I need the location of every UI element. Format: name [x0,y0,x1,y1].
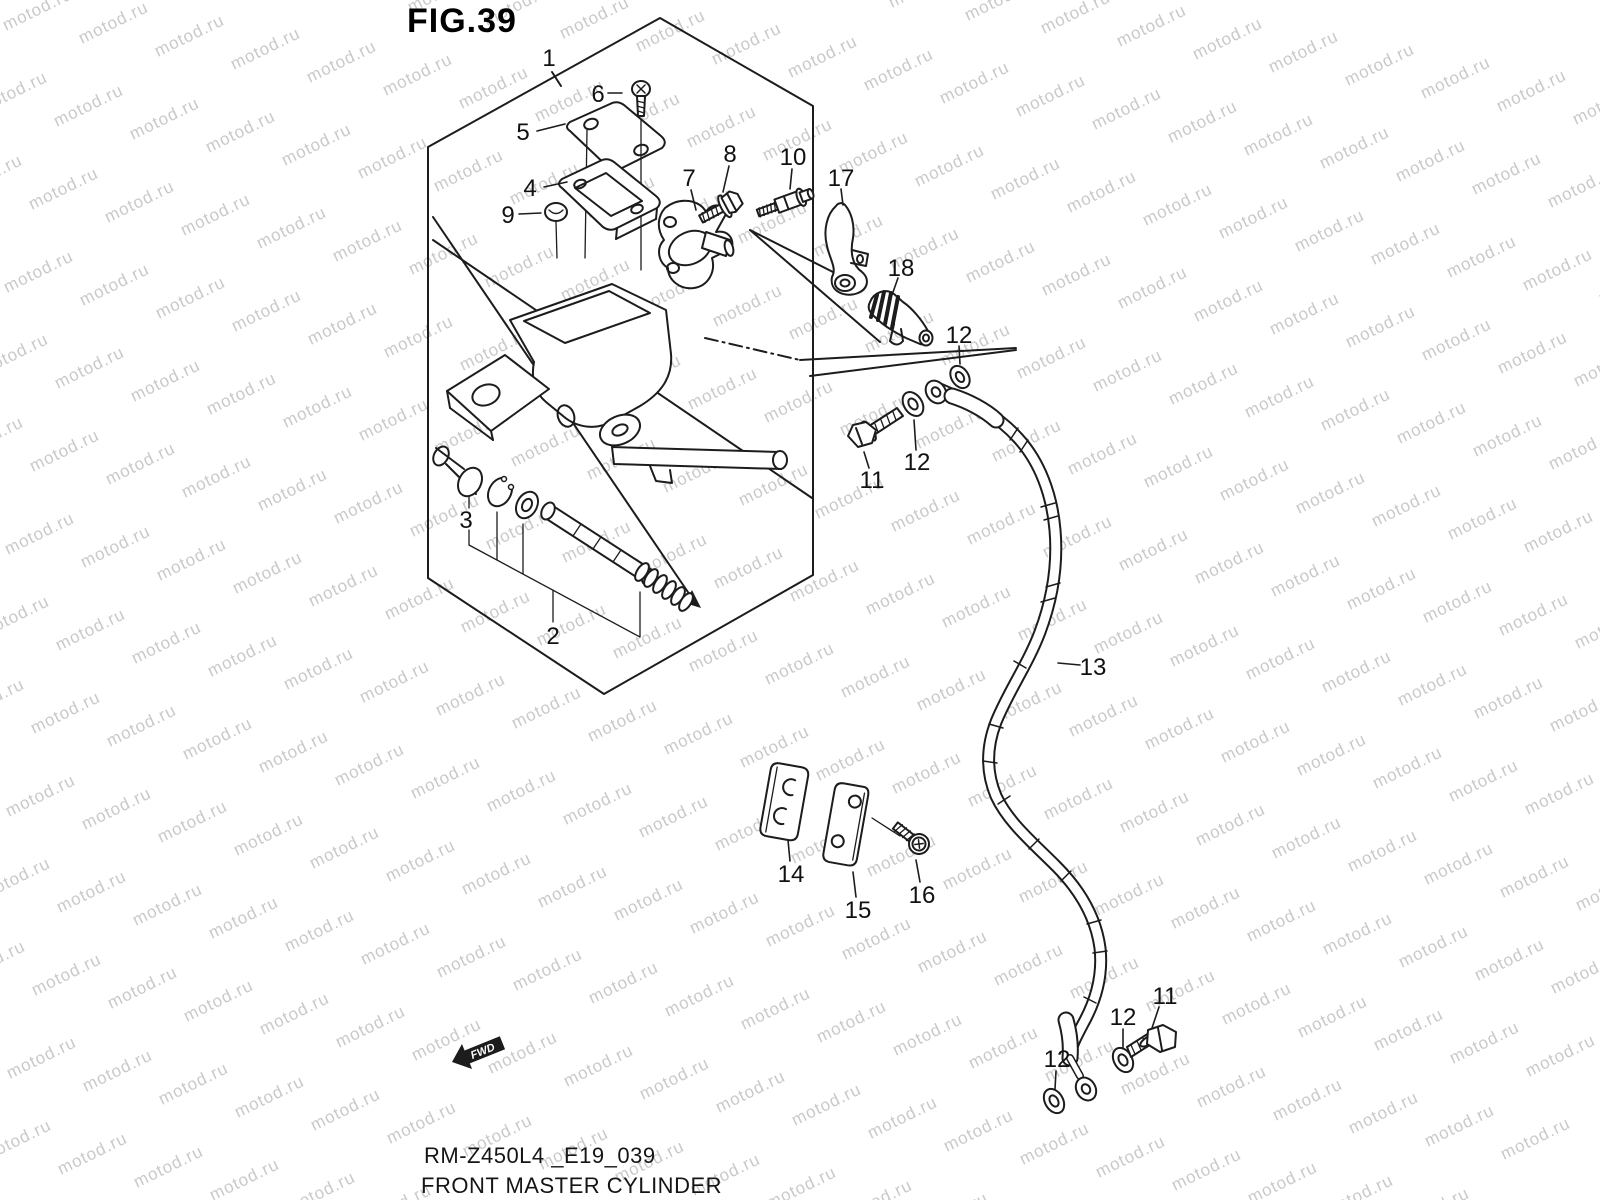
part-label-10: 10 [780,144,807,171]
fwd-arrow: FWD [452,1036,506,1069]
hose-clamp-14 [759,762,810,842]
part-label-3: 3 [459,507,472,534]
mounting-lug [446,354,550,432]
figure-title: FIG.39 [407,2,517,40]
hose-eye-lower [1074,1076,1098,1102]
kit-bracket-lines [468,496,641,638]
sealing-washer-upper-inner [901,391,925,417]
part-label-6: 6 [591,81,604,108]
piston-boot [432,445,483,498]
brake-hose [943,387,1108,1080]
part-label-17: 17 [828,165,855,192]
piston-washer [514,490,540,520]
clamp-bolt [698,190,744,224]
part-label-7: 7 [682,165,695,192]
sealing-washer-upper-outer [949,364,971,390]
part-label-9: 9 [501,202,514,229]
part-label-12: 12 [1110,1004,1137,1031]
part-label-12: 12 [1044,1046,1071,1073]
part-label-2: 2 [546,623,559,650]
master-cylinder-body [446,283,788,484]
leader-part1 [551,71,562,87]
grommet [544,202,568,222]
part-label-5: 5 [516,119,529,146]
reservoir-cap [566,101,666,171]
lever-adjuster [867,290,934,347]
footer-figure-name: FRONT MASTER CYLINDER [421,1173,723,1198]
assembly-box-outline [427,17,814,695]
hose-clamp-15 [822,782,870,867]
part-label-18: 18 [888,255,915,282]
clamp-screw-guide [871,817,901,837]
label-leaders [518,92,1160,1090]
part-label-14: 14 [778,861,805,888]
part-label-13: 13 [1080,654,1107,681]
clamp-screw-16 [891,821,930,855]
push-rod [611,446,782,470]
sealing-washer-lower-outer [1042,1087,1066,1115]
part-label-4: 4 [523,175,536,202]
part-label-11: 11 [1153,983,1178,1010]
fwd-arrow-label: FWD [469,1041,497,1062]
handlebar-clamp [657,199,735,290]
banjo-bolt-lower [1126,1024,1177,1058]
part-label-12: 12 [904,449,931,476]
brake-lever [824,202,869,296]
circlip [487,474,516,508]
diaphragm-plate [558,158,661,240]
grommet-drop-line [555,221,558,259]
assembly-guide-lines [432,216,1017,608]
banjo-bolt-upper [847,407,904,448]
part-label-12: 12 [946,322,973,349]
cap-screw [631,80,651,117]
lever-pivot-boss [598,413,642,447]
piston-spring [634,562,694,612]
adjuster-bolt [755,187,815,218]
part-label-1: 1 [542,45,555,72]
part-label-15: 15 [845,897,872,924]
part-label-16: 16 [909,882,936,909]
part-label-8: 8 [723,141,736,168]
part-label-11: 11 [860,467,885,494]
footer-document-code: RM-Z450L4 _E19_039 [424,1143,656,1168]
